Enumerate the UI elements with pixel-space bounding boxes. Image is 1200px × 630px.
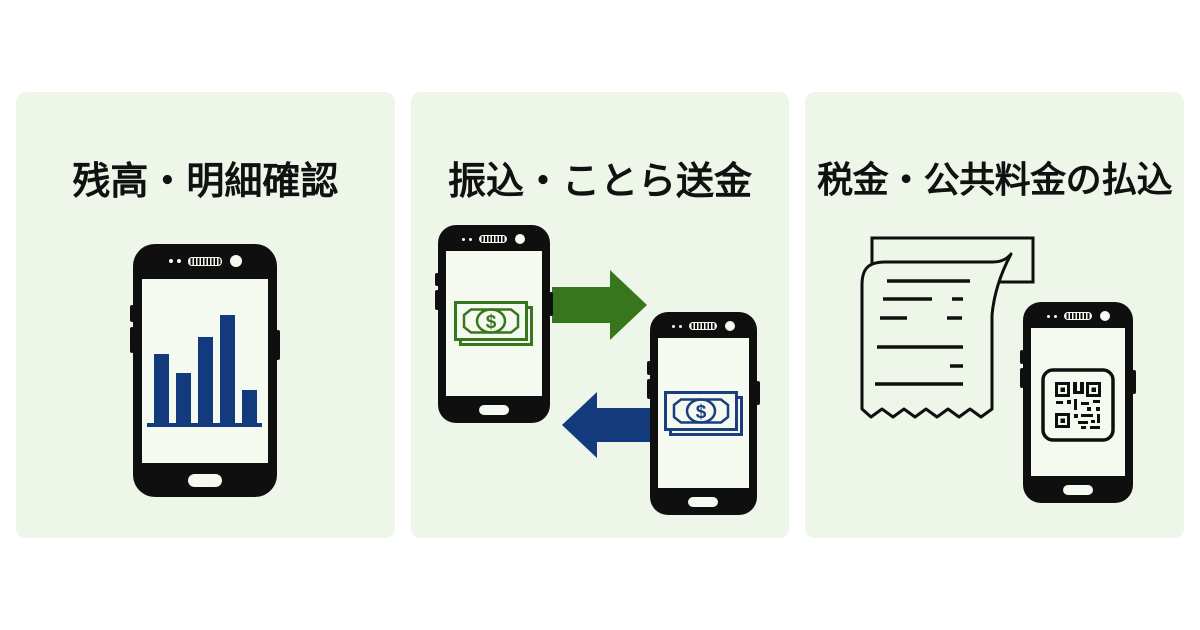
panel-title-transfer: 振込・ことら送金 xyxy=(448,160,753,203)
side-button-icon xyxy=(646,378,651,400)
qr-code-icon xyxy=(1041,368,1116,442)
panel-balance-statement: 残高・明細確認 xyxy=(16,92,395,538)
phone-screen: $ xyxy=(445,251,542,396)
panel-row: 残高・明細確認 振込・ことら送金 xyxy=(16,92,1185,538)
svg-text:$: $ xyxy=(486,312,497,333)
sensor-dot-icon xyxy=(462,237,466,241)
side-button-icon xyxy=(276,330,280,361)
chart-bar xyxy=(197,337,213,423)
phone-top-bezel xyxy=(438,233,550,245)
side-button-icon xyxy=(130,327,134,353)
speaker-grille-icon xyxy=(1063,312,1092,320)
chart-baseline xyxy=(147,423,262,427)
sensor-dot-icon xyxy=(671,324,675,328)
phone-top-bezel xyxy=(1023,310,1133,322)
side-button-icon xyxy=(548,292,553,317)
receipt-text-lines xyxy=(875,279,971,386)
smartphone-receiver-icon: $ xyxy=(646,312,760,515)
side-button-icon xyxy=(1132,370,1137,395)
home-button-icon xyxy=(478,405,509,415)
sensor-dot-icon xyxy=(1053,314,1057,318)
side-button-icon xyxy=(646,360,651,375)
home-button-icon xyxy=(188,474,222,487)
phone-screen: $ xyxy=(657,338,749,488)
side-button-icon xyxy=(755,381,760,406)
chart-bar xyxy=(153,354,169,423)
home-button-icon xyxy=(1063,485,1094,495)
arrow-right-icon xyxy=(551,270,647,340)
sensor-dot-icon xyxy=(168,259,173,263)
home-button-icon xyxy=(688,497,719,507)
camera-icon xyxy=(724,321,735,331)
phone-top-bezel xyxy=(650,320,757,332)
phone-top-bezel xyxy=(133,254,277,268)
svg-text:$: $ xyxy=(695,402,706,423)
sensor-dot-icon xyxy=(469,237,473,241)
sensor-dot-icon xyxy=(1046,314,1050,318)
banknote-blue-icon: $ xyxy=(663,390,743,436)
camera-icon xyxy=(515,234,526,244)
camera-icon xyxy=(1099,311,1110,321)
camera-icon xyxy=(229,255,242,267)
side-button-icon xyxy=(434,290,439,311)
speaker-grille-icon xyxy=(688,322,717,330)
panel-title-payment: 税金・公共料金の払込 xyxy=(817,158,1173,200)
side-button-icon xyxy=(130,304,134,323)
arrow-left-icon xyxy=(561,392,653,458)
phone-screen xyxy=(142,279,268,463)
bar-chart-icon xyxy=(148,279,262,423)
smartphone-sender-icon: $ xyxy=(434,225,553,423)
side-button-icon xyxy=(434,272,439,287)
smartphone-icon xyxy=(130,244,280,497)
panel-transfer: 振込・ことら送金 xyxy=(410,92,790,538)
chart-bar xyxy=(241,390,257,423)
panel-title-balance: 残高・明細確認 xyxy=(72,160,339,203)
chart-bar xyxy=(175,373,191,423)
speaker-grille-icon xyxy=(187,256,222,266)
side-button-icon xyxy=(1020,368,1025,389)
chart-bar xyxy=(219,315,235,423)
panel-tax-utility-payment: 税金・公共料金の払込 xyxy=(805,92,1185,538)
phone-screen xyxy=(1031,328,1126,476)
smartphone-qr-icon xyxy=(1020,302,1137,503)
banknote-green-icon: $ xyxy=(454,301,534,346)
sensor-dot-icon xyxy=(176,259,181,263)
sensor-dot-icon xyxy=(678,324,682,328)
speaker-grille-icon xyxy=(479,235,508,243)
receipt-icon xyxy=(853,233,1035,423)
side-button-icon xyxy=(1020,350,1025,365)
